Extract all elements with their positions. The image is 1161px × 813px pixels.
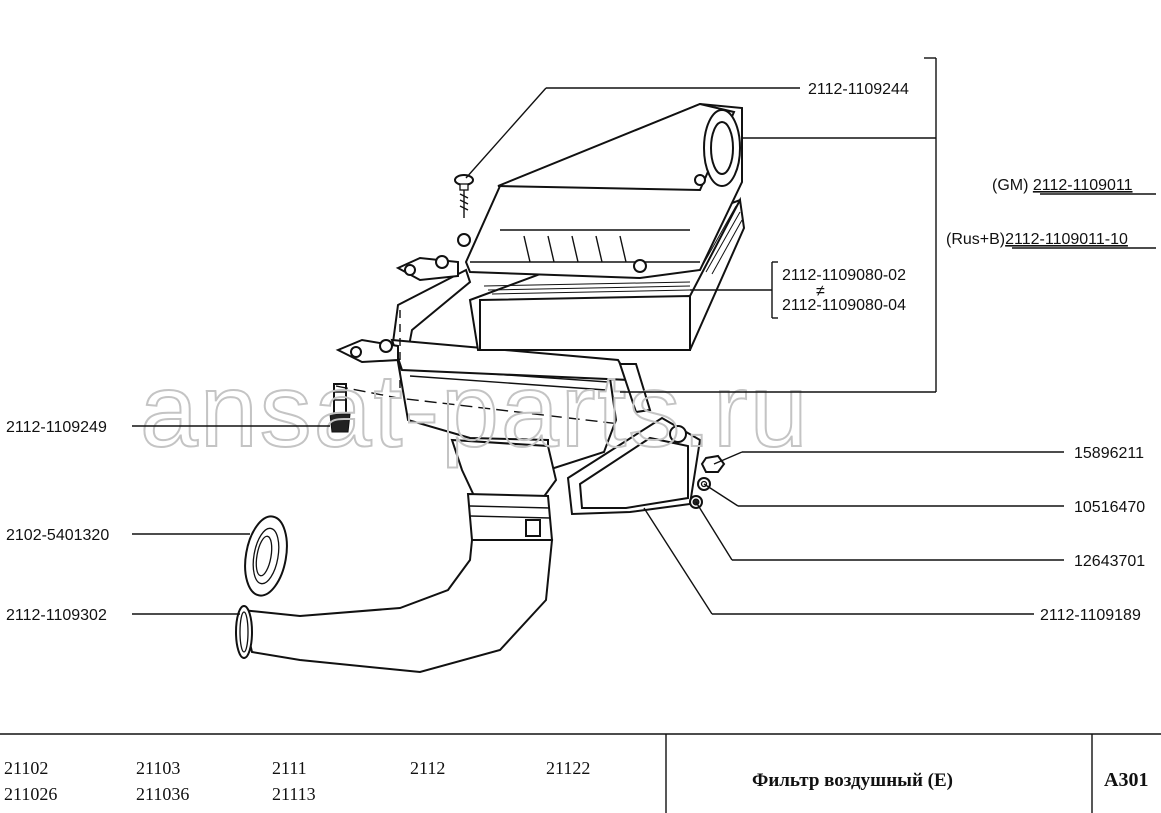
watermark: ansat-parts.ru — [140, 353, 810, 469]
model-2112: 2112 — [410, 758, 445, 778]
model-21122: 21122 — [546, 758, 590, 778]
filter-cover — [457, 102, 743, 280]
label-cover: 2112-1109244 — [808, 81, 909, 98]
label-hose: 2112-1109302 — [6, 607, 107, 624]
air-filter-drawing — [235, 102, 746, 674]
temperature-sensor — [329, 383, 351, 433]
cover-screw — [454, 174, 474, 218]
rubber-ring — [244, 515, 288, 597]
model-21103: 21103 — [136, 758, 180, 778]
model-21102: 21102 — [4, 758, 48, 778]
model-211036: 211036 — [136, 784, 189, 804]
page-code: A301 — [1104, 769, 1148, 791]
label-washer: 10516470 — [1074, 499, 1145, 516]
model-2111: 2111 — [272, 758, 307, 778]
label-assembly-rus-number: 2112-1109011-10 — [1005, 231, 1128, 248]
model-211026: 211026 — [4, 784, 57, 804]
label-bracket: 2112-1109189 — [1040, 607, 1141, 624]
page-title: Фильтр воздушный (E) — [752, 770, 953, 791]
model-21113: 21113 — [272, 784, 316, 804]
label-nut: 15896211 — [1074, 445, 1144, 462]
label-assembly-rus: (Rus+B)2112-1109011-10 — [946, 231, 1128, 248]
label-assembly-gm-number: 2112-1109011 — [1033, 177, 1133, 194]
footer-table: 21102 21103 2111 2112 21122 211026 21103… — [0, 733, 1161, 813]
filter-housing — [335, 255, 632, 541]
intake-hose — [235, 539, 554, 674]
label-ring: 2102-5401320 — [6, 527, 109, 544]
label-sensor: 2112-1109249 — [6, 419, 107, 436]
label-filter-element-a: 2112-1109080-02 — [782, 267, 906, 284]
mounting-bracket — [566, 363, 702, 516]
filter-interchange-symbol: ≠ — [816, 283, 825, 300]
label-assembly-rus-prefix: (Rus+B) — [946, 231, 1005, 248]
label-assembly-gm-prefix: (GM) — [992, 177, 1033, 194]
label-grommet: 12643701 — [1074, 553, 1145, 570]
label-filter-element-b: 2112-1109080-04 — [782, 297, 906, 314]
label-assembly-gm: (GM) 2112-1109011 — [992, 177, 1133, 194]
leader-lines — [132, 57, 1064, 615]
